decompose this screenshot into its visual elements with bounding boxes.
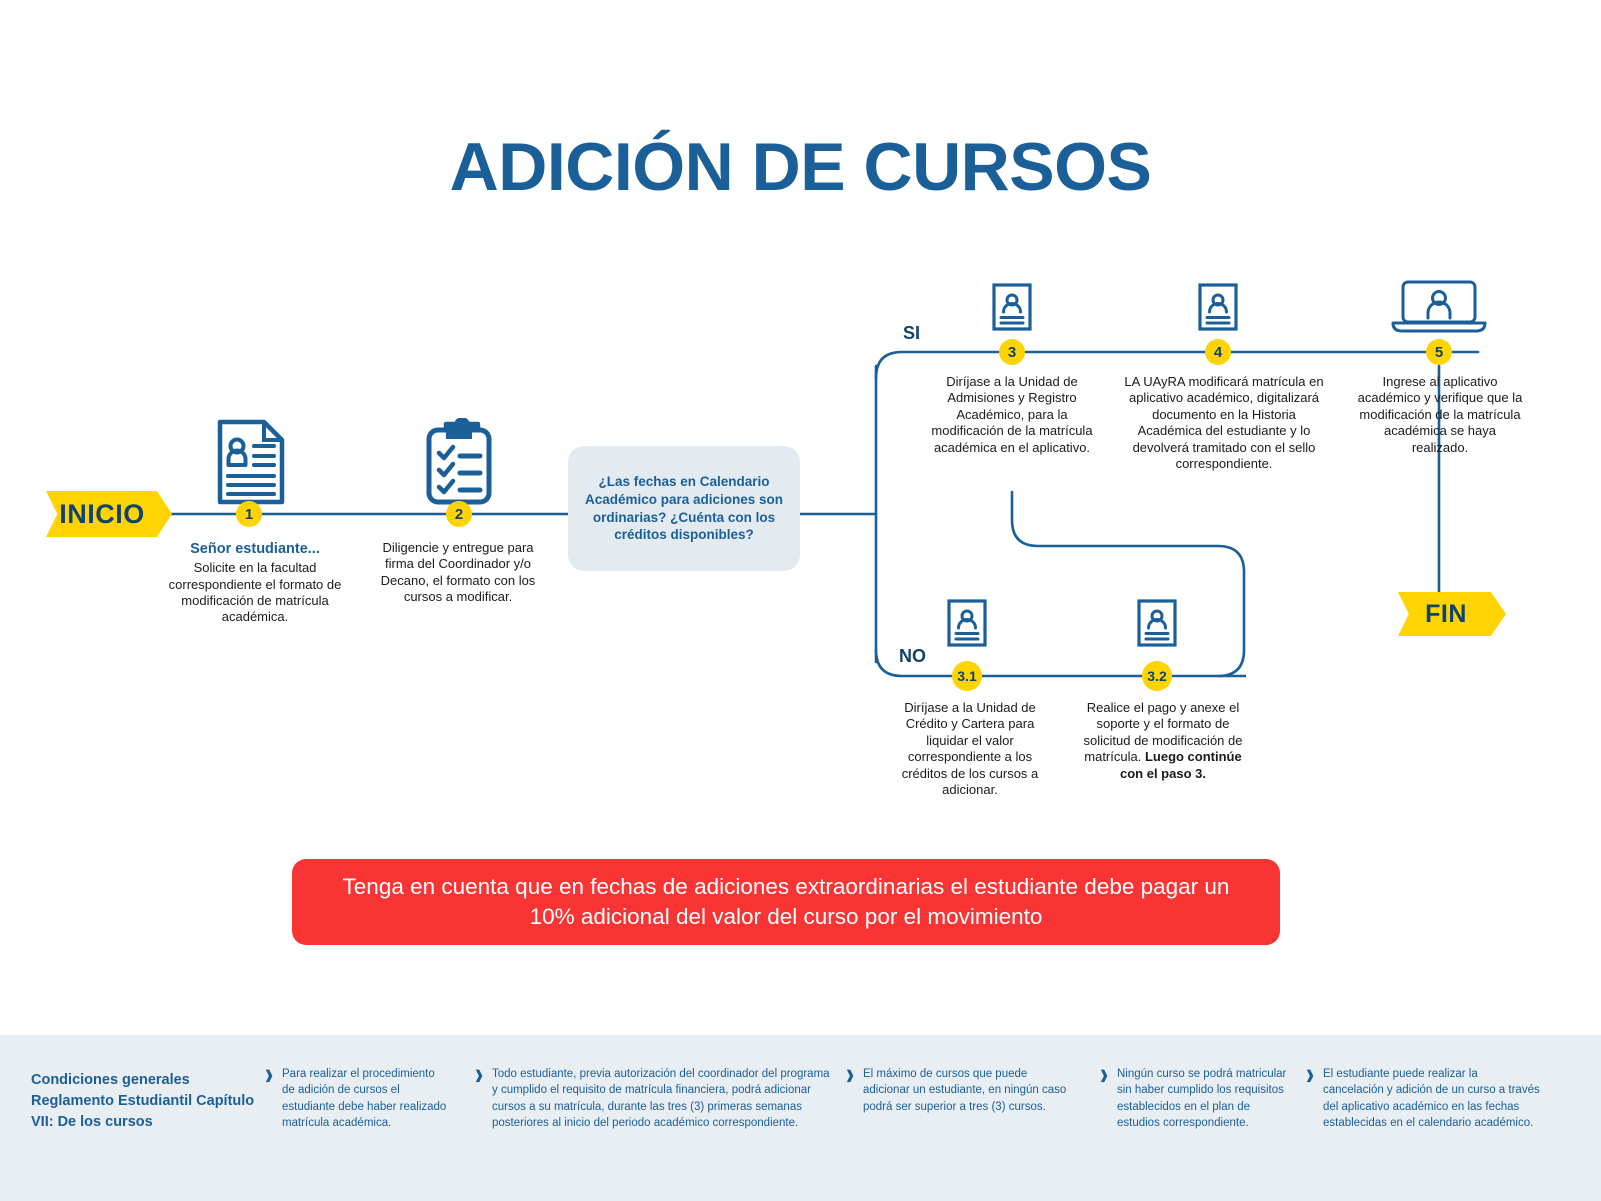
bullet-icon: ❱ (1099, 1068, 1110, 1082)
step-badge-5: 5 (1426, 339, 1452, 365)
condition-item: ❱ Ningún curso se podrá matricular sin h… (1099, 1066, 1292, 1131)
id-card-icon (946, 598, 988, 653)
condition-item: ❱ Para realizar el procedimiento de adic… (264, 1066, 450, 1131)
step-2-text: Diligencie y entregue para firma del Coo… (380, 540, 536, 605)
end-node: FIN (1398, 592, 1506, 636)
id-card-icon (991, 282, 1033, 337)
step-caption-4: LA UAyRA modificará matrícula en aplicat… (1123, 374, 1325, 472)
step-caption-1: Señor estudiante... Solicite en la facul… (160, 540, 350, 626)
id-card-icon (1197, 282, 1239, 337)
step-3-text: Diríjase a la Unidad de Admisiones y Reg… (931, 374, 1093, 455)
bullet-icon: ❱ (474, 1068, 485, 1082)
step-1-heading: Señor estudiante... (190, 541, 320, 557)
step-3-2-text-bold: Luego continúe con el paso 3. (1120, 749, 1242, 781)
condition-text: Para realizar el procedimiento de adició… (282, 1068, 447, 1129)
step-badge-3: 3 (999, 339, 1025, 365)
decision-text: ¿Las fechas en Calendario Académico para… (584, 473, 784, 543)
warning-banner: Tenga en cuenta que en fechas de adicion… (292, 859, 1280, 945)
step-3-1-text: Diríjase a la Unidad de Crédito y Carter… (901, 700, 1039, 797)
start-node: INICIO (46, 491, 172, 537)
footer-title: Condiciones generales Reglamento Estudia… (31, 1072, 255, 1131)
condition-item: ❱ Todo estudiante, previa autorización d… (474, 1066, 830, 1131)
step-caption-3: Diríjase a la Unidad de Admisiones y Reg… (922, 374, 1102, 456)
bullet-icon: ❱ (1305, 1068, 1316, 1082)
condition-item: ❱ El máximo de cursos que puede adiciona… (845, 1066, 1075, 1115)
bullet-icon: ❱ (264, 1068, 275, 1082)
step-caption-5: Ingrese al aplicativo académico y verifi… (1355, 374, 1525, 456)
step-5-text: Ingrese al aplicativo académico y verifi… (1357, 374, 1523, 455)
warning-text: Tenga en cuenta que en fechas de adicion… (342, 874, 1230, 929)
document-person-icon (216, 418, 288, 511)
condition-text: El máximo de cursos que puede adicionar … (863, 1068, 1067, 1113)
condition-text: El estudiante puede realizar la cancelac… (1323, 1068, 1540, 1129)
step-badge-3-2: 3.2 (1142, 661, 1172, 691)
step-badge-4: 4 (1205, 339, 1231, 365)
clipboard-checklist-icon (424, 416, 494, 511)
step-3-2-text: Realice el pago y anexe el soporte y el … (1083, 700, 1243, 765)
step-badge-3-1: 3.1 (952, 661, 982, 691)
step-badge-1: 1 (236, 501, 262, 527)
step-caption-2: Diligencie y entregue para firma del Coo… (374, 540, 542, 606)
id-card-icon (1136, 598, 1178, 653)
end-label: FIN (1425, 599, 1467, 628)
branch-label-yes: SI (903, 323, 921, 343)
step-4-text: LA UAyRA modificará matrícula en aplicat… (1124, 374, 1324, 471)
step-badge-2: 2 (446, 501, 472, 527)
condition-text: Todo estudiante, previa autorización del… (492, 1068, 830, 1129)
footer-bar (0, 1035, 1601, 1201)
bullet-icon: ❱ (845, 1068, 856, 1082)
page-title: ADICIÓN DE CURSOS (449, 129, 1152, 205)
condition-item: ❱ El estudiante puede realizar la cancel… (1305, 1066, 1541, 1131)
step-caption-3-2: Realice el pago y anexe el soporte y el … (1073, 700, 1253, 782)
step-caption-3-1: Diríjase a la Unidad de Crédito y Carter… (884, 700, 1056, 798)
condition-text: Ningún curso se podrá matricular sin hab… (1117, 1068, 1287, 1129)
branch-label-no: NO (899, 646, 926, 666)
decision-node: ¿Las fechas en Calendario Académico para… (568, 446, 800, 571)
laptop-person-icon (1389, 279, 1489, 340)
start-label: INICIO (59, 498, 145, 529)
step-1-text: Solicite en la facultad correspondiente … (168, 560, 342, 625)
